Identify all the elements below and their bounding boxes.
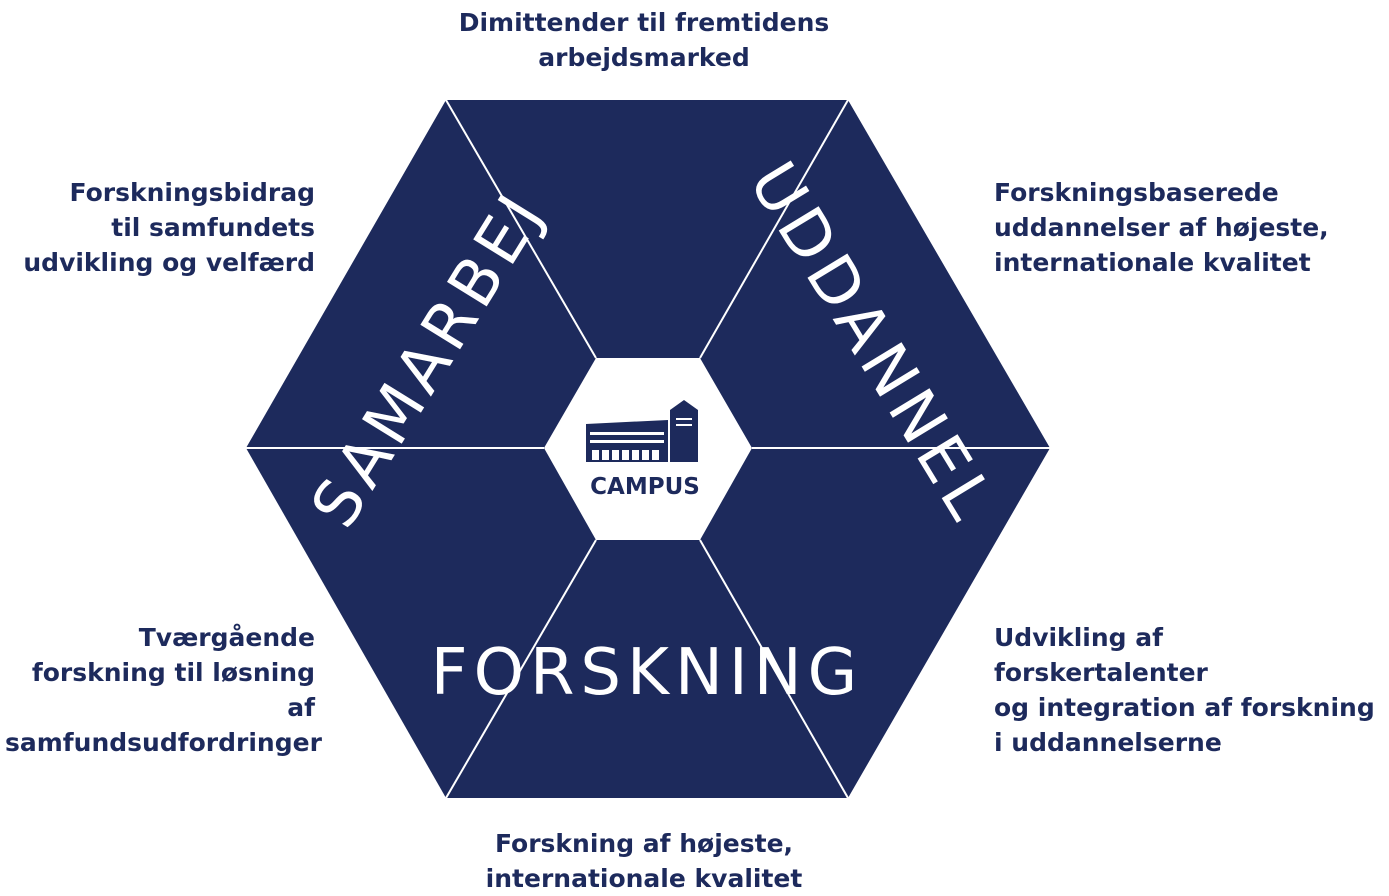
- caption-top: Dimittender til fremtidens arbejdsmarked: [458, 8, 830, 72]
- caption-bottom: Forskning af højeste, internationale kva…: [485, 829, 803, 893]
- campus-label: CAMPUS: [590, 474, 700, 500]
- pillar-forskning: FORSKNING: [431, 636, 863, 710]
- caption-top-left: Forskningsbidrag til samfundets udviklin…: [23, 178, 315, 277]
- caption-bottom-left: Tværgående forskning til løsning af samf…: [5, 623, 322, 757]
- caption-top-right: Forskningsbaserede uddannelser af højest…: [994, 178, 1329, 277]
- caption-bottom-right: Udvikling af forskertalenter og integrat…: [994, 623, 1375, 757]
- hexagon-dividers: [246, 99, 1050, 799]
- campus-building-icon: [586, 400, 698, 462]
